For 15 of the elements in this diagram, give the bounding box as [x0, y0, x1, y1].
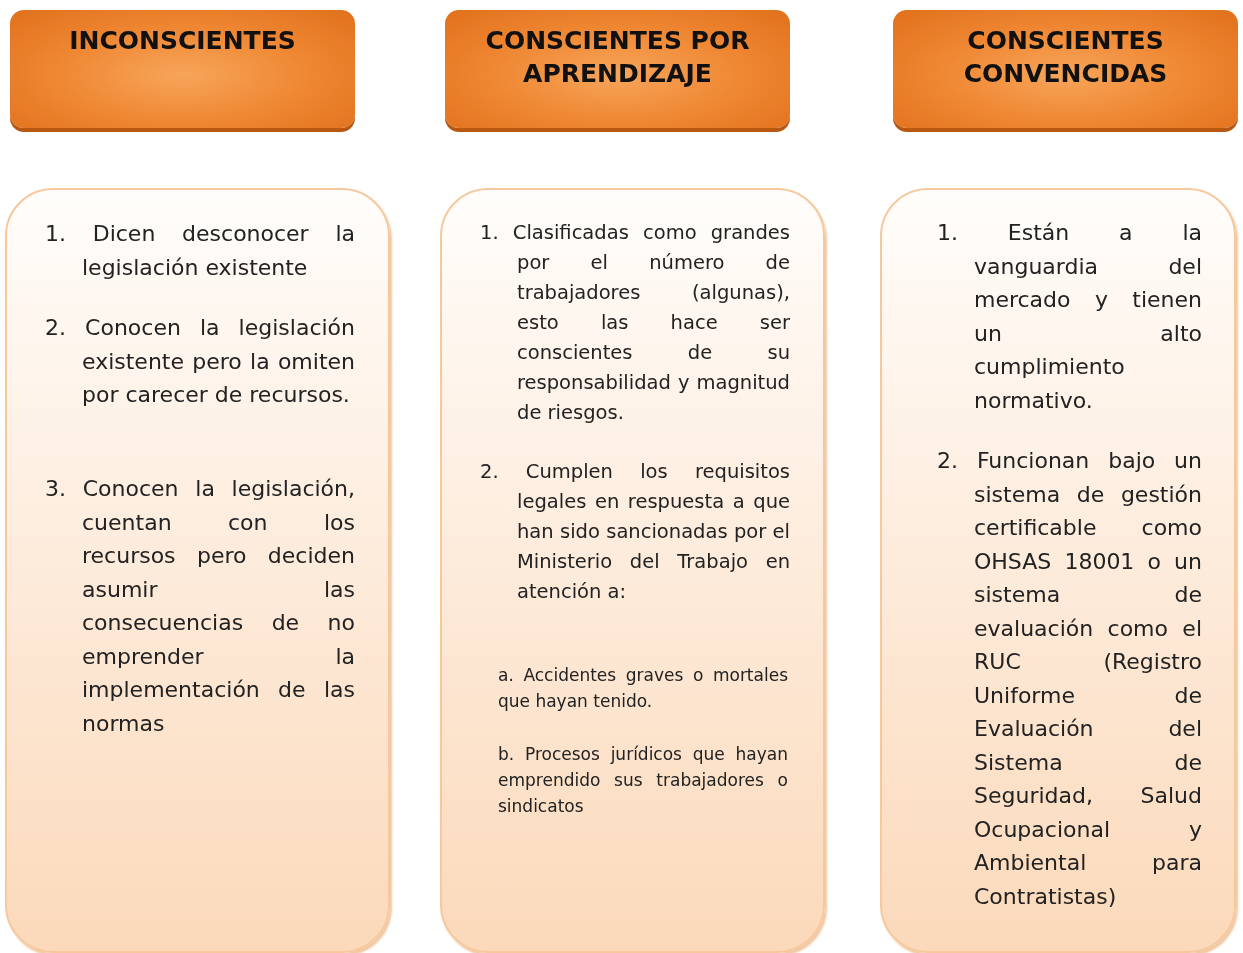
content-panel	[5, 188, 390, 953]
list-item: 1. Clasificadas como grandes por el número de trabajadores (algunas), esto las hace ser conscientes de su responsabilidad y magnitud de riesgos.	[480, 220, 790, 426]
list-item: 3. Conocen la legislación, cuentan con los recursos pero deciden asumir las consecuencias de no emprender la implementación de las normas	[45, 475, 355, 738]
header-title: INCONSCIENTES	[69, 25, 296, 57]
sub-list-item: a. Accidentes graves o mortales que hayan tenido.	[498, 664, 788, 713]
list-item: 2. Cumplen los requisitos legales en respuesta a que han sido sancionadas por el Ministerio del Trabajo en atención a:	[480, 459, 790, 605]
header-title: CONSCIENTES CONVENCIDAS	[962, 25, 1169, 90]
list-item: 2. Conocen la legislación existente pero la omiten por carecer de recursos.	[45, 314, 355, 409]
sub-list-item: b. Procesos jurídicos que hayan emprendido sus trabajadores o sindicatos	[498, 743, 788, 818]
content-panel	[880, 188, 1236, 953]
content-panel	[440, 188, 825, 953]
list-item: 1. Dicen desconocer la legislación existente	[45, 220, 355, 282]
list-item: 2. Funcionan bajo un sistema de gestión certificable como OHSAS 18001 o un sistema de evaluación como el RUC (Registro Uniforme de Evaluación del Sistema de Seguridad, Salud Ocupacional y Ambiental para Contratistas)	[937, 447, 1202, 911]
list-item: 1. Están a la vanguardia del mercado y tienen un alto cumplimiento normativo.	[937, 219, 1202, 415]
header-title: CONSCIENTES POR APRENDIZAJE	[484, 25, 751, 90]
